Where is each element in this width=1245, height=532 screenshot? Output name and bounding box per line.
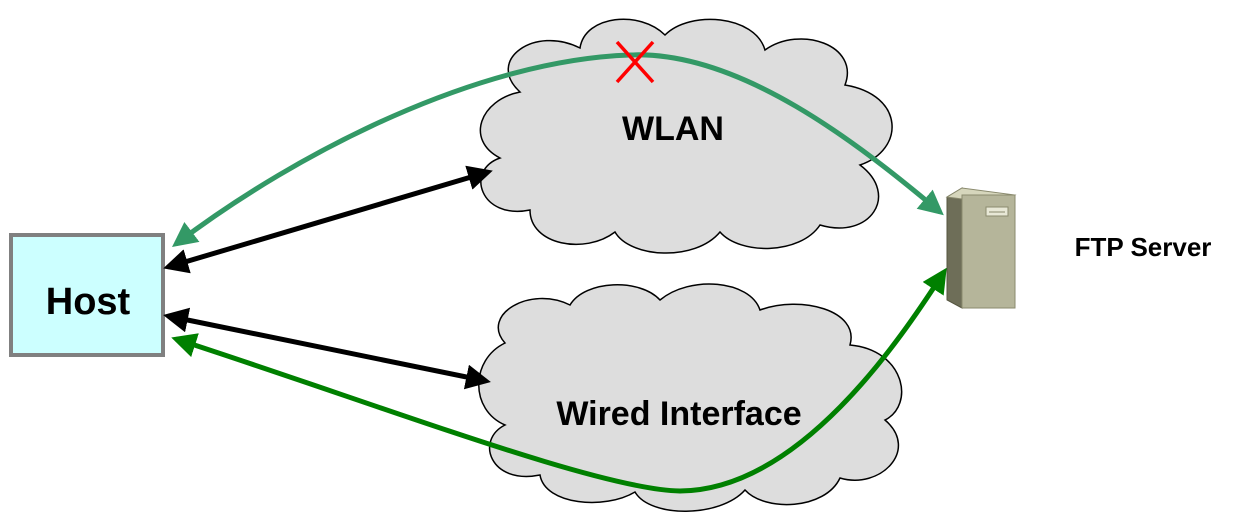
x-mark-icon [615, 40, 655, 84]
wired-label: Wired Interface [556, 395, 801, 433]
server-side-panel [946, 187, 963, 309]
ftp-server-label: FTP Server [1075, 232, 1212, 262]
wired-path-arrow [171, 267, 947, 494]
host-box [9, 233, 165, 357]
host-label: Host [46, 281, 131, 323]
host-wired-link [163, 307, 491, 390]
wlan-path-arrow [172, 52, 944, 248]
server-tower-icon[interactable] [945, 187, 1017, 309]
host-wlan-link [163, 165, 493, 274]
host-node[interactable] [9, 233, 165, 357]
wlan-label: WLAN [622, 110, 724, 148]
